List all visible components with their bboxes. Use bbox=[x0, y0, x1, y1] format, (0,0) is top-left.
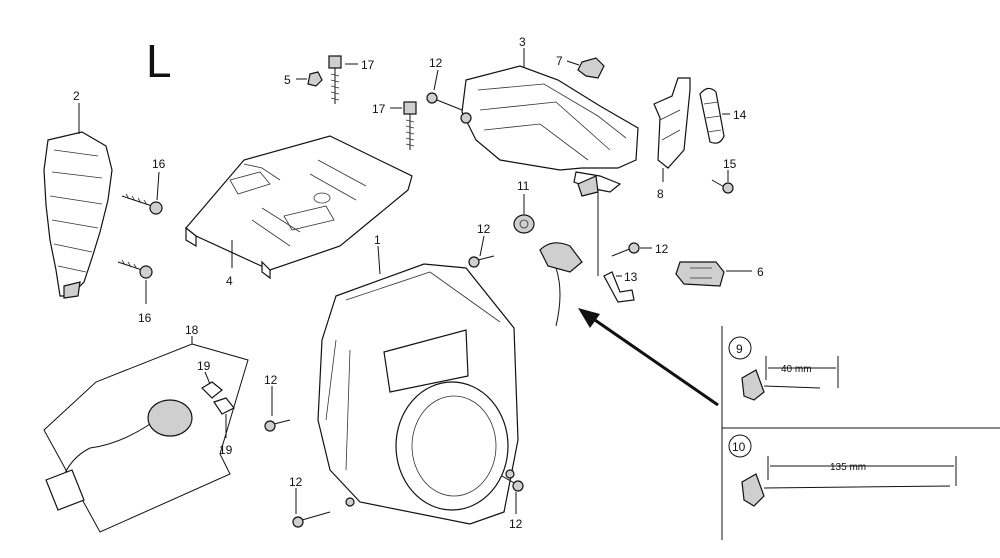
callout-7: 7 bbox=[556, 54, 563, 68]
callout-12-bottom-right: 12 bbox=[509, 517, 523, 531]
callout-16-upper: 16 bbox=[152, 157, 166, 171]
bolt-15 bbox=[711, 179, 734, 194]
bolt-16-lower bbox=[117, 259, 153, 279]
bolt-16-upper bbox=[121, 193, 163, 215]
inset-9-dimension: 40 mm bbox=[781, 364, 812, 375]
callout-5: 5 bbox=[284, 73, 291, 87]
callout-12-top: 12 bbox=[429, 56, 443, 70]
part-13-switch-assembly bbox=[539, 175, 635, 327]
part-2-side-shroud bbox=[43, 131, 113, 299]
inset-10-dimension: 135 mm bbox=[830, 462, 866, 473]
callout-12-bottom-left: 12 bbox=[289, 475, 303, 489]
section-letter: L bbox=[146, 35, 172, 87]
callout-2: 2 bbox=[73, 89, 80, 103]
callout-1: 1 bbox=[374, 233, 381, 247]
nut-5 bbox=[307, 71, 323, 87]
callout-17-left: 17 bbox=[361, 58, 375, 72]
inset-10-number: 10 bbox=[732, 440, 746, 454]
bolt-12-bottom-left bbox=[292, 511, 331, 528]
callout-8: 8 bbox=[657, 187, 664, 201]
part-11-nut bbox=[513, 214, 535, 234]
part-4-base-plate bbox=[185, 135, 413, 280]
bolt-12-bottom-right bbox=[501, 475, 524, 492]
callout-16-lower: 16 bbox=[138, 311, 152, 325]
callout-13: 13 bbox=[624, 270, 638, 284]
inset-9-number: 9 bbox=[736, 342, 743, 356]
callout-14: 14 bbox=[733, 108, 747, 122]
callout-15: 15 bbox=[723, 157, 737, 171]
callout-17-right: 17 bbox=[372, 102, 386, 116]
pointer-arrow bbox=[578, 308, 719, 407]
callout-3: 3 bbox=[519, 35, 526, 49]
callout-19-lower: 19 bbox=[219, 443, 233, 457]
part-3-top-shroud bbox=[460, 65, 639, 193]
callout-4: 4 bbox=[226, 274, 233, 288]
callout-19-upper: 19 bbox=[197, 359, 211, 373]
part-8-bracket bbox=[653, 77, 691, 169]
bolt-17-left bbox=[328, 55, 342, 104]
callout-11: 11 bbox=[517, 179, 530, 193]
inset-panel: 9 40 mm 10 135 mm bbox=[721, 326, 1000, 540]
bolt-12-center bbox=[468, 255, 495, 268]
part-1-fan-housing bbox=[317, 263, 519, 525]
part-7-clip bbox=[577, 57, 605, 79]
bolt-12-right bbox=[611, 242, 640, 257]
part-6-connector bbox=[675, 261, 725, 287]
bolt-12-left bbox=[264, 419, 291, 432]
callout-12-left: 12 bbox=[264, 373, 278, 387]
callout-6: 6 bbox=[757, 265, 764, 279]
callout-12-right: 12 bbox=[655, 242, 669, 256]
callout-12-center: 12 bbox=[477, 222, 491, 236]
part-18-wiring-assembly bbox=[43, 343, 249, 533]
part-14-grommet bbox=[699, 87, 725, 144]
callout-18: 18 bbox=[185, 323, 199, 337]
bolt-17-right bbox=[403, 101, 417, 150]
bolt-12-top bbox=[426, 92, 463, 111]
